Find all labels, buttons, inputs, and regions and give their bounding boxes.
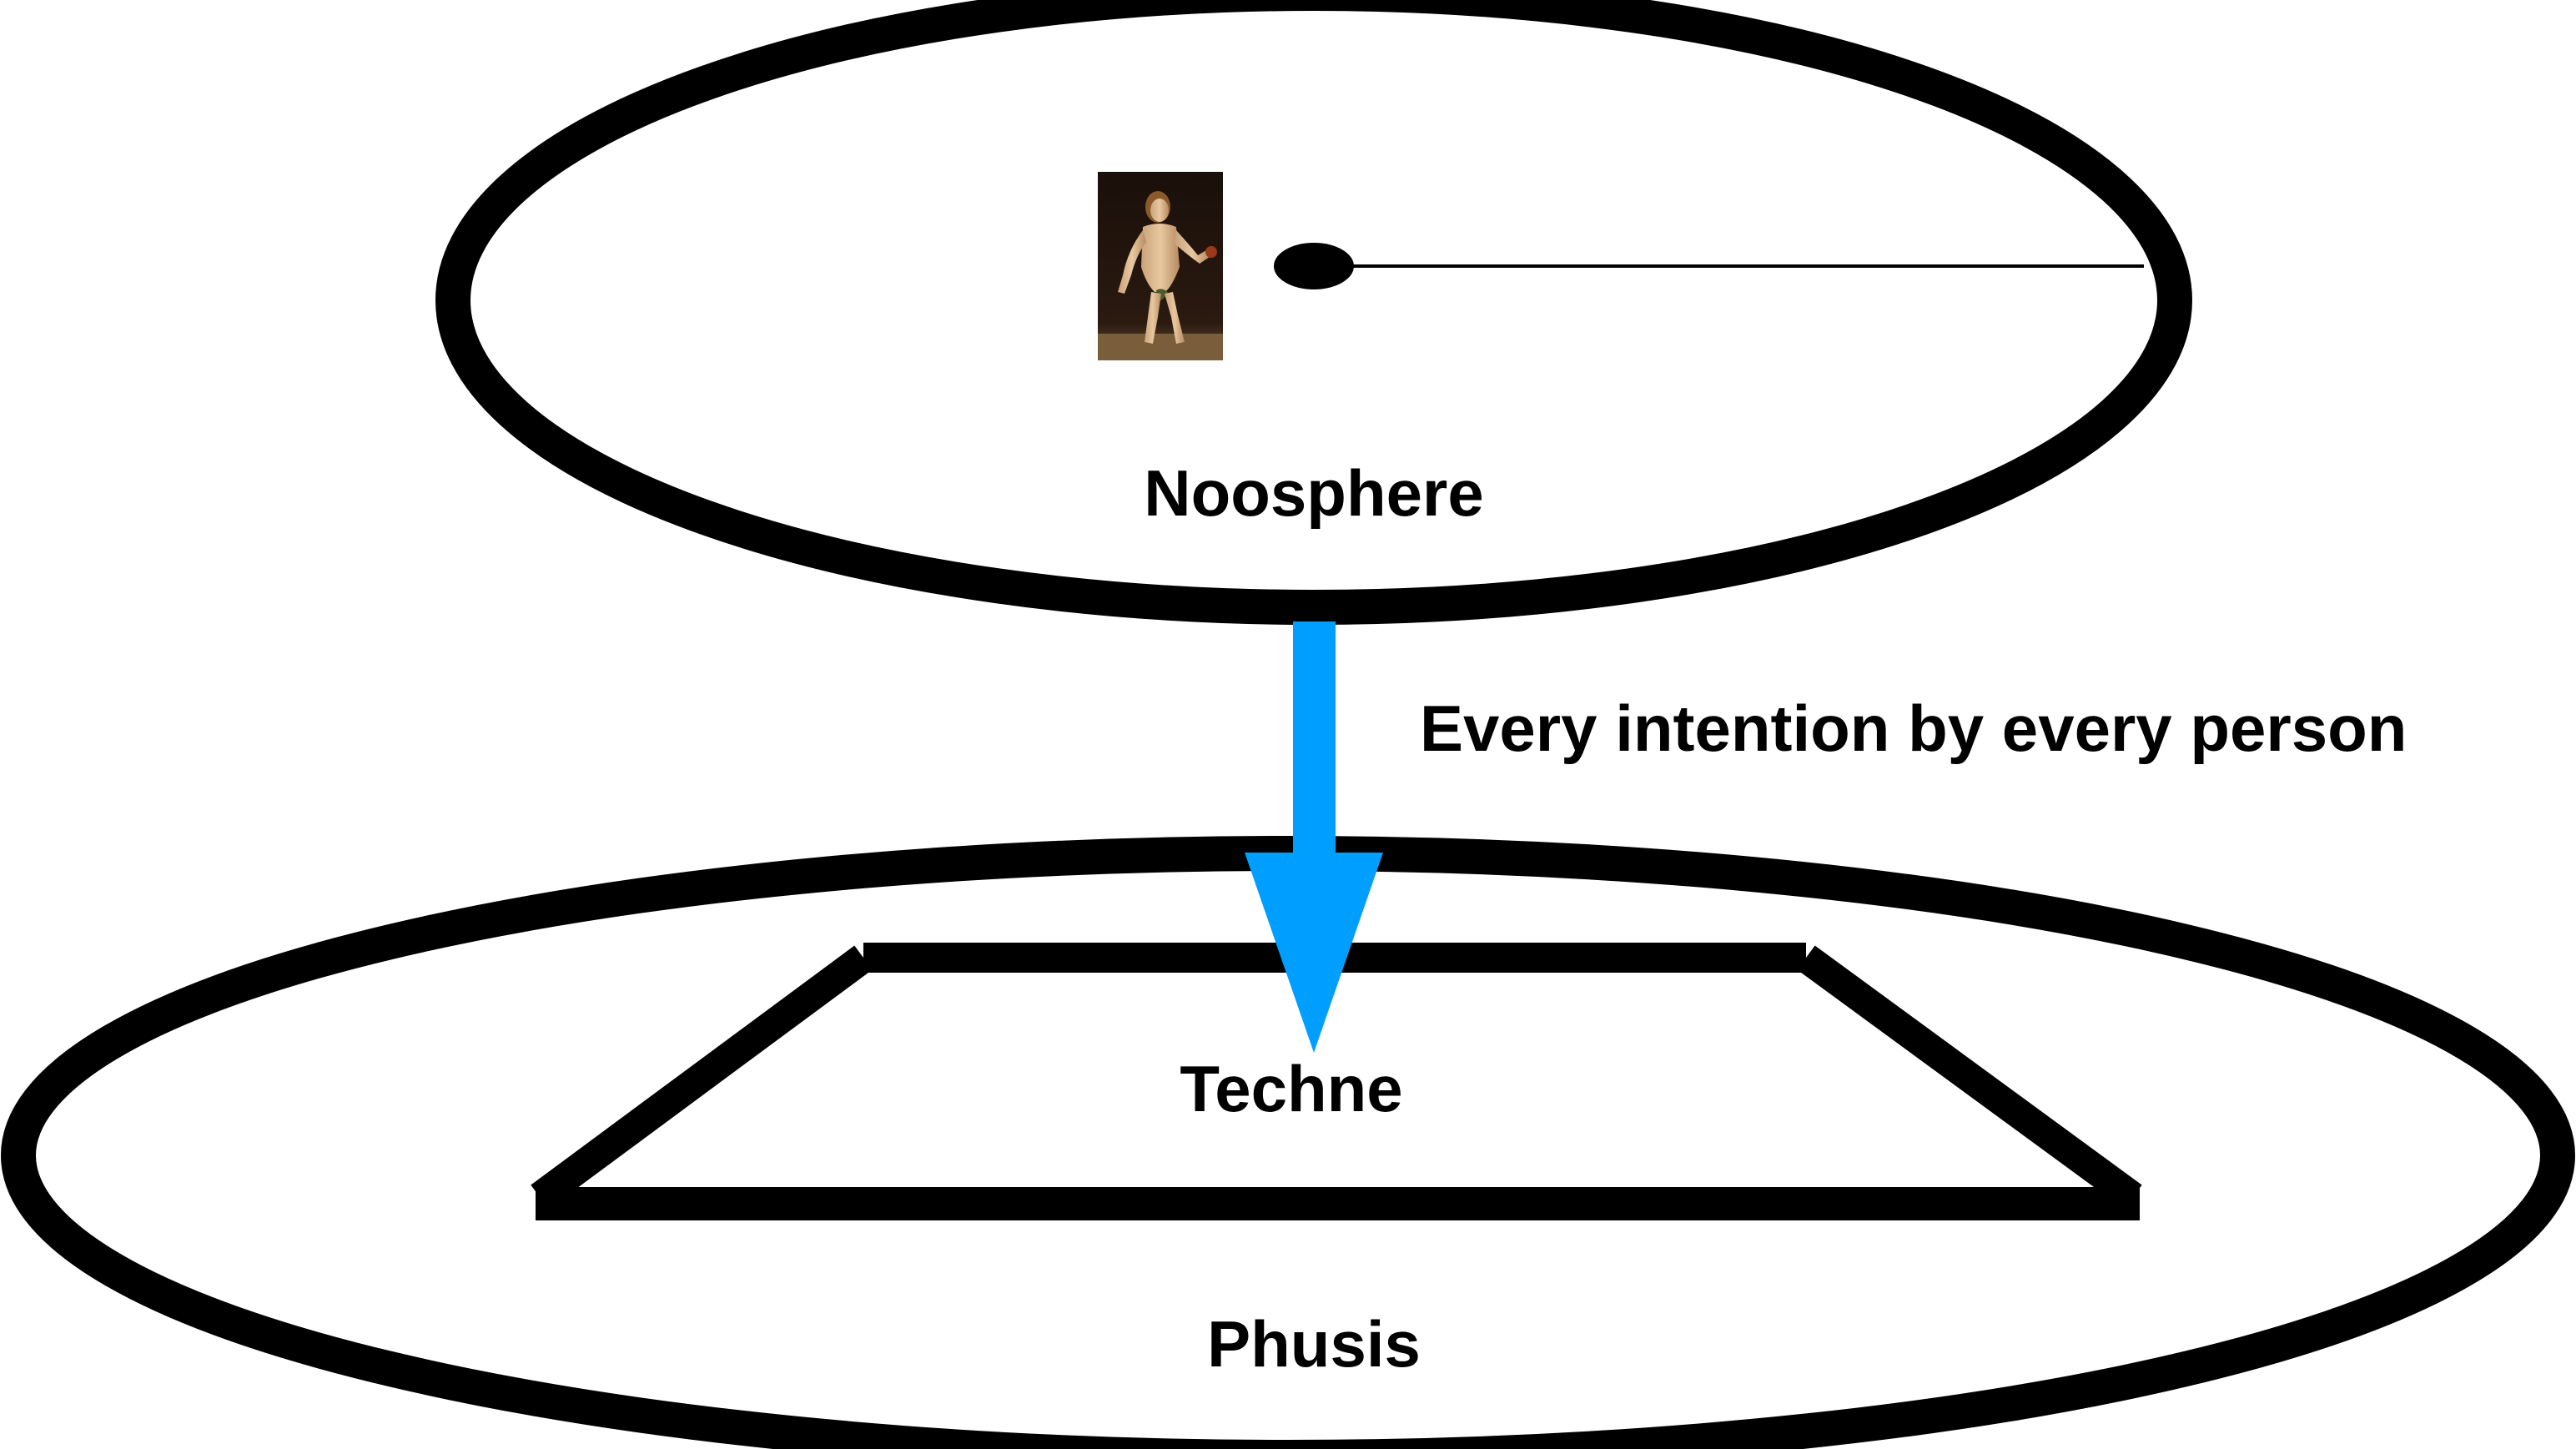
- downward-arrow: [1245, 621, 1383, 1053]
- human-figure-image: [1098, 172, 1223, 360]
- arrow-head: [1245, 853, 1383, 1053]
- noosphere-ellipse: [435, 0, 2192, 625]
- techne-label: Techne: [1180, 1052, 1402, 1125]
- noosphere-label: Noosphere: [1144, 456, 1483, 530]
- arrow-label: Every intention by every person: [1420, 692, 2407, 765]
- arrow-shaft: [1293, 621, 1336, 855]
- phusis-label: Phusis: [1207, 1307, 1421, 1381]
